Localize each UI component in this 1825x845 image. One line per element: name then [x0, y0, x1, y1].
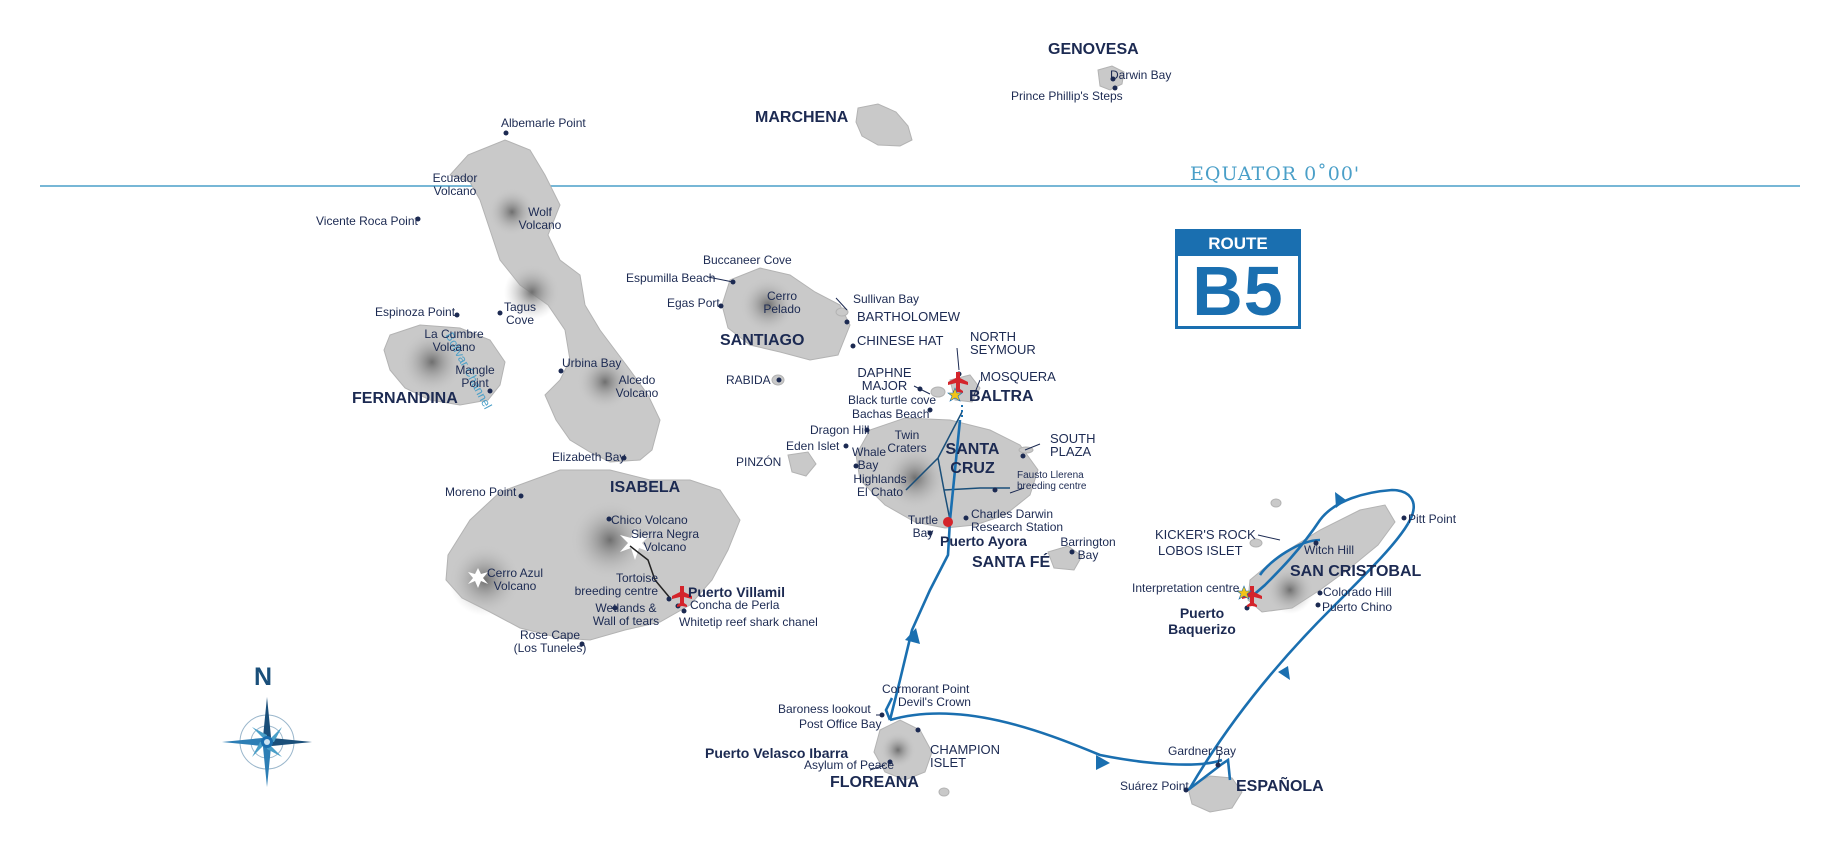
site-buccaneer: Buccaneer Cove	[703, 253, 792, 267]
equator-label: EQUATOR 0˚00'	[1190, 163, 1361, 185]
site-chico: Chico Volcano	[611, 513, 688, 527]
bartholomew-island	[835, 307, 849, 317]
route-badge-code: B5	[1192, 252, 1284, 330]
north-label: N	[254, 663, 273, 691]
site-south-plaza: SOUTH PLAZA	[1050, 431, 1096, 459]
site-gardner: Gardner Bay	[1168, 744, 1237, 758]
island-genovesa: GENOVESA	[1048, 41, 1139, 58]
island-santiago: SANTIAGO	[720, 332, 805, 349]
site-baroness: Baroness lookout	[778, 702, 871, 716]
island-santa-fe: SANTA FÉ	[972, 554, 1051, 571]
route-badge-header: ROUTE	[1178, 232, 1298, 256]
site-charles-darwin: Charles Darwin Research Station	[971, 507, 1064, 534]
island-floreana: FLOREANA	[830, 774, 919, 791]
site-rose-cape: Rose Cape (Los Tuneles)	[513, 628, 587, 655]
site-dragon-hill: Dragon Hill	[810, 423, 870, 437]
site-suarez: Suárez Point	[1120, 779, 1189, 793]
site-puerto-baquerizo: Puerto Baquerizo	[1168, 605, 1236, 637]
site-colorado: Colorado Hill	[1323, 585, 1392, 599]
kickers-rock	[1270, 498, 1282, 508]
volcano-shading	[400, 188, 1314, 768]
site-puerto-ayora: Puerto Ayora	[940, 533, 1027, 549]
site-cerro-pelado: Cerro Pelado	[763, 289, 801, 316]
site-lobos: LOBOS ISLET	[1158, 543, 1243, 558]
airport-icons	[672, 372, 1262, 607]
site-espumilla: Espumilla Beach	[626, 271, 716, 285]
island-marchena: MARCHENA	[755, 109, 849, 126]
site-bachas: Bachas Beach	[852, 407, 930, 421]
site-kickers: KICKER'S ROCK	[1155, 527, 1256, 542]
site-wolf-volcano: Wolf Volcano	[518, 205, 562, 232]
site-urbina: Urbina Bay	[562, 356, 622, 370]
start-star-icon	[947, 387, 963, 402]
site-whale-bay: Whale Bay	[852, 445, 887, 472]
island-santa-cruz: SANTA CRUZ	[945, 441, 1000, 477]
pinzon-island	[787, 451, 817, 477]
site-puerto-chino: Puerto Chino	[1322, 600, 1393, 614]
site-twin-craters: Twin Craters	[887, 428, 927, 455]
site-mosquera: MOSQUERA	[980, 369, 1056, 384]
site-asylum: Asylum of Peace	[804, 758, 895, 772]
site-interpretation: Interpretation centre	[1132, 581, 1240, 595]
site-fausto: Fausto Llerena breeding centre	[1017, 470, 1087, 492]
site-post-office: Post Office Bay	[799, 717, 882, 731]
site-turtle-bay: Turtle Bay	[907, 513, 939, 540]
site-la-cumbre: La Cumbre Volcano	[424, 327, 484, 354]
site-cerro-azul: Cerro Azul Volcano	[486, 566, 544, 593]
site-albemarle: Albemarle Point	[501, 116, 586, 130]
site-prince-phillip: Prince Phillip's Steps	[1011, 89, 1123, 103]
site-elizabeth: Elizabeth Bay	[552, 450, 626, 464]
site-wetlands: Wetlands & Wall of tears	[592, 601, 660, 628]
site-puerto-velasco: Puerto Velasco Ibarra	[705, 745, 849, 761]
site-alcedo: Alcedo Volcano	[615, 373, 659, 400]
site-witch-hill: Witch Hill	[1304, 543, 1354, 557]
island-baltra: BALTRA	[969, 388, 1034, 405]
route-b5	[884, 419, 1415, 792]
island-san-cristobal: SAN CRISTOBAL	[1290, 563, 1422, 580]
site-ecuador-volcano: Ecuador Volcano	[432, 171, 478, 198]
site-bartholomew: BARTHOLOMEW	[857, 309, 961, 324]
site-whitetip: Whitetip reef shark chanel	[679, 615, 818, 629]
daphne-island	[930, 386, 946, 398]
site-cormorant: Cormorant Point	[882, 682, 970, 696]
site-eden: Eden Islet	[786, 439, 840, 453]
volcano-stars	[468, 528, 650, 588]
island-fernandina: FERNANDINA	[352, 390, 458, 407]
site-tortoise: Tortoise breeding centre	[574, 571, 658, 598]
site-chinese-hat: CHINESE HAT	[857, 333, 944, 348]
site-moreno: Moreno Point	[445, 485, 517, 499]
island-rabida: RABIDA	[726, 373, 771, 387]
site-barrington: Barrington Bay	[1060, 535, 1116, 562]
site-espinoza: Espinoza Point	[375, 305, 456, 319]
puerto-ayora-marker	[943, 517, 953, 527]
site-vicente-roca: Vicente Roca Point	[316, 214, 418, 228]
site-sierra-negra: Sierra Negra Volcano	[630, 527, 700, 554]
site-puerto-villamil: Puerto Villamil	[688, 584, 785, 600]
island-espanola: ESPAÑOLA	[1236, 778, 1324, 795]
site-champion: CHAMPION ISLET	[930, 742, 1001, 770]
site-darwin-bay: Darwin Bay	[1110, 68, 1172, 82]
site-sullivan: Sullivan Bay	[853, 292, 920, 306]
site-black-turtle: Black turtle cove	[848, 393, 937, 407]
espanola-island	[1187, 775, 1243, 813]
site-egas: Egas Port	[667, 296, 720, 310]
compass-rose-icon	[222, 697, 312, 787]
marchena-island	[855, 103, 913, 147]
site-mangle: Mangle Point	[455, 363, 495, 390]
route-badge: ROUTE B5	[1175, 229, 1301, 329]
site-daphne: DAPHNE MAJOR	[857, 365, 912, 393]
site-pitt: Pitt Point	[1408, 512, 1457, 526]
site-highlands: Highlands El Chato	[853, 472, 907, 499]
island-pinzon: PINZÓN	[736, 455, 782, 469]
site-north-seymour: NORTH SEYMOUR	[970, 329, 1036, 357]
site-devils-crown: Devil's Crown	[898, 695, 971, 709]
island-isabela: ISABELA	[610, 479, 681, 496]
site-concha: Concha de Perla	[690, 598, 780, 612]
site-tagus: Tagus Cove	[503, 300, 537, 327]
